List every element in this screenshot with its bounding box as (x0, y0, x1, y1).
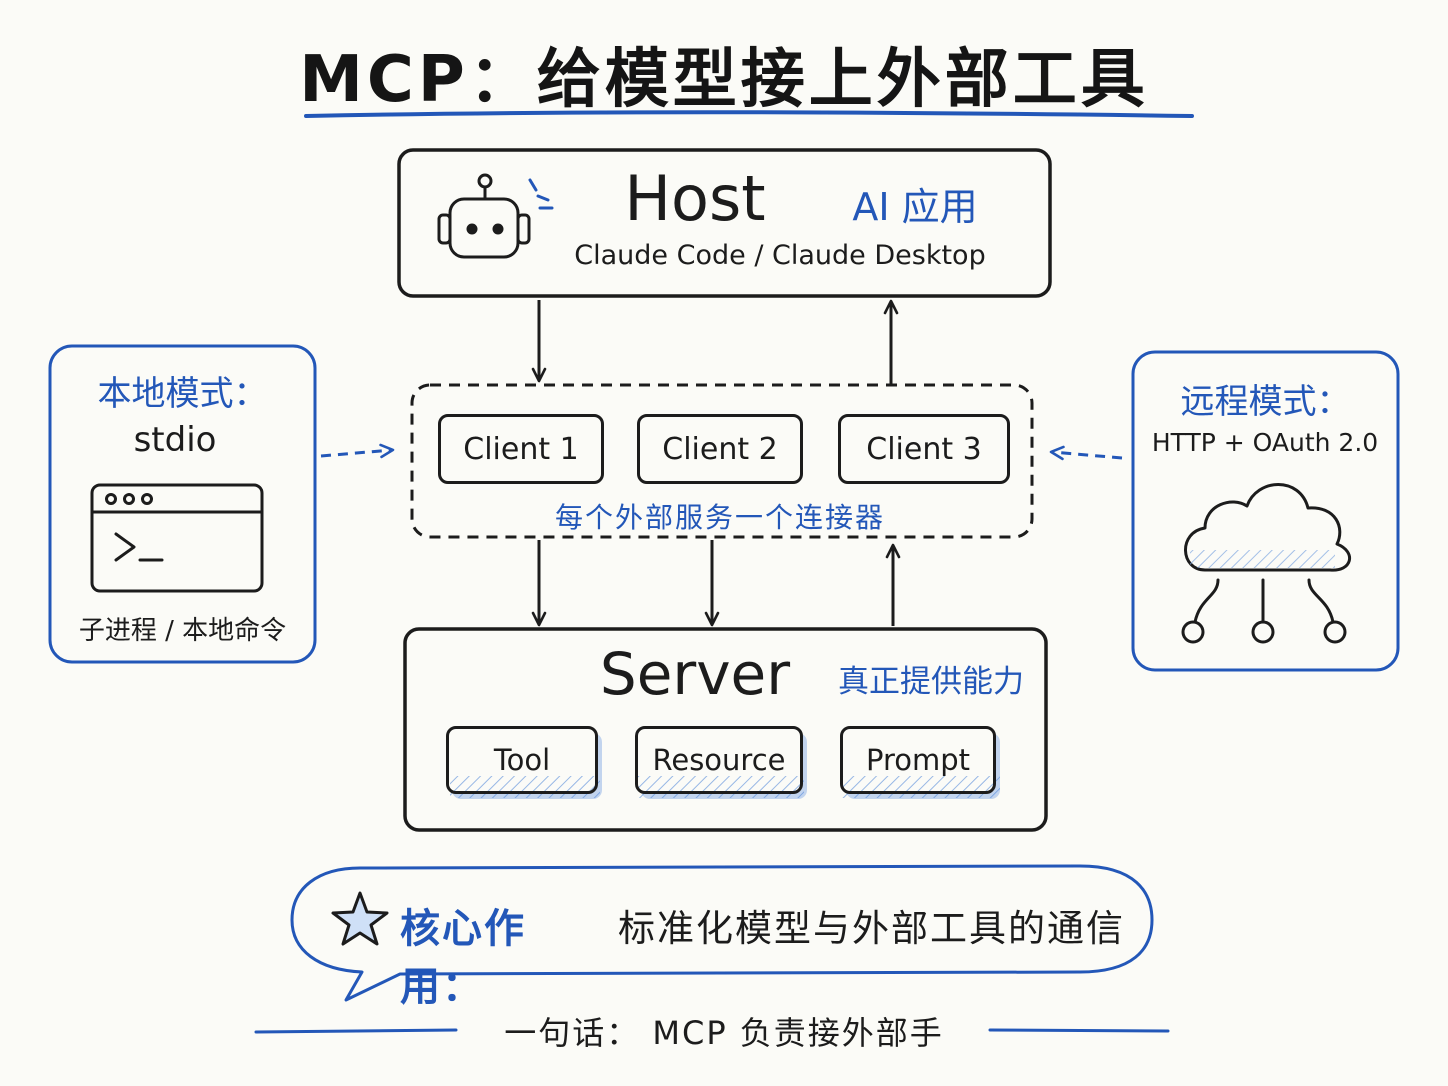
host-title: Host (624, 162, 766, 235)
prompt-label: Prompt (865, 743, 971, 777)
remote-mode-panel (1131, 350, 1400, 672)
arrow-remote-to-clients (1049, 445, 1123, 461)
terminal-icon (90, 483, 264, 593)
remote-mode-title: 远程模式： (1180, 382, 1351, 422)
client-2-box: Client 2 (637, 414, 803, 484)
server-title: Server (599, 640, 791, 708)
local-mode-caption: 子进程 / 本地命令 (78, 616, 287, 646)
local-mode-title: 本地模式： (97, 374, 268, 414)
remote-mode-transport: HTTP + OAuth 2.0 (1151, 428, 1379, 457)
cloud-network-icon (1181, 483, 1352, 644)
local-mode-transport: stdio (133, 420, 217, 460)
client-2-label: Client 2 (662, 431, 778, 467)
footer-line-left (254, 1028, 458, 1034)
local-mode-panel (48, 344, 317, 664)
server-box (403, 627, 1048, 832)
host-box (397, 148, 1052, 298)
footer-summary: 一句话： MCP 负责接外部手 (504, 1014, 944, 1052)
footer-line-right (988, 1028, 1170, 1033)
client-1-box: Client 1 (438, 414, 604, 484)
host-tag: AI 应用 (852, 185, 978, 229)
client-3-box: Client 3 (838, 414, 1010, 484)
resource-label: Resource (652, 743, 786, 777)
core-speech-bubble (290, 864, 1154, 1002)
arrow-local-to-clients (320, 443, 395, 459)
robot-icon (437, 173, 554, 259)
client-3-label: Client 3 (866, 431, 982, 467)
star-icon (331, 891, 389, 946)
resource-box: Resource (635, 726, 803, 794)
core-text: 标准化模型与外部工具的通信 (618, 907, 1125, 950)
clients-container (410, 383, 1034, 539)
host-subtitle: Claude Code / Claude Desktop (574, 240, 986, 271)
tool-box: Tool (446, 726, 598, 794)
page-title: MCP：给模型接上外部工具 (299, 43, 1149, 117)
clients-note: 每个外部服务一个连接器 (554, 501, 885, 534)
server-tag: 真正提供能力 (838, 664, 1024, 700)
client-1-label: Client 1 (463, 431, 579, 467)
prompt-box: Prompt (840, 726, 996, 794)
tool-label: Tool (493, 743, 551, 777)
core-label: 核心作用： (400, 906, 526, 1010)
title-underline (304, 110, 1194, 118)
